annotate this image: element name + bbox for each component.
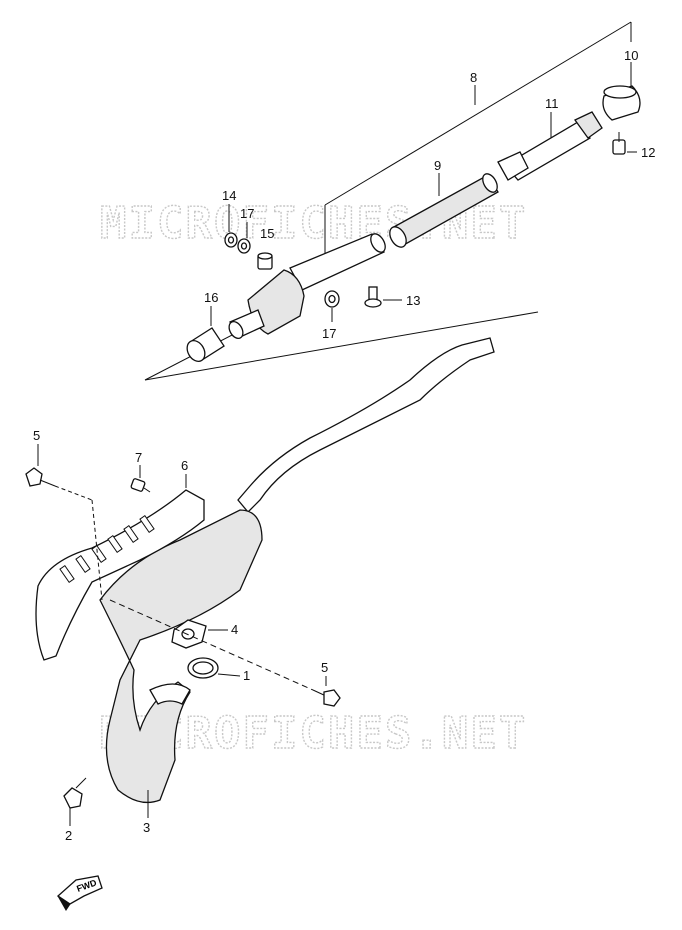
- bolt-5-upper: [25, 444, 103, 601]
- callout-11: 11: [545, 96, 559, 111]
- callout-13: 13: [406, 293, 420, 308]
- screw-12: [612, 132, 637, 155]
- callout-14: 14: [222, 188, 236, 203]
- silencer-cap: [602, 62, 641, 121]
- bolt-2: [63, 777, 87, 826]
- washer-17-upper: [237, 222, 251, 254]
- callout-6: 6: [181, 458, 188, 473]
- grommet-16: [186, 306, 225, 362]
- callout-2: 2: [65, 828, 72, 843]
- bolt-13: [364, 286, 402, 308]
- callout-10: 10: [624, 48, 638, 63]
- bolt-7: [130, 465, 151, 493]
- callout-1: 1: [243, 668, 250, 683]
- gasket-4: [171, 619, 228, 649]
- fwd-arrow-icon: FWD: [56, 875, 103, 911]
- callout-12: 12: [641, 145, 655, 160]
- muffler-body: [228, 233, 386, 340]
- washer-14: [224, 204, 238, 248]
- callout-7: 7: [135, 450, 142, 465]
- washer-17-lower: [324, 290, 340, 322]
- callout-5-lower: 5: [321, 660, 328, 675]
- callout-17-upper: 17: [240, 206, 254, 221]
- callout-8: 8: [470, 70, 477, 85]
- collar-15: [257, 252, 273, 270]
- bolt-5-lower: [109, 599, 341, 707]
- inner-tube: [389, 173, 499, 248]
- spark-arrester: [497, 111, 603, 181]
- heat-shield: [35, 474, 205, 661]
- callout-9: 9: [434, 158, 441, 173]
- callout-4: 4: [231, 622, 238, 637]
- ring-1: [187, 657, 241, 679]
- callout-17-lower: 17: [322, 326, 336, 341]
- callout-16: 16: [204, 290, 218, 305]
- callout-15: 15: [260, 226, 274, 241]
- callout-3: 3: [143, 820, 150, 835]
- callout-5-upper: 5: [33, 428, 40, 443]
- exhaust-pipe: [99, 337, 495, 818]
